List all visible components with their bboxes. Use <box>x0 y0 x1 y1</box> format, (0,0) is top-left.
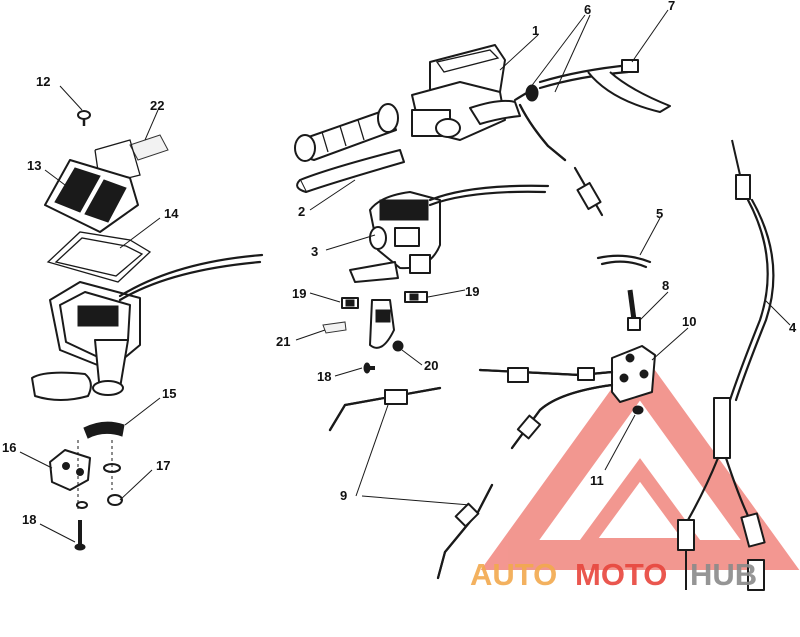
watermark-part1: AUTO <box>470 557 557 592</box>
bracket-20 <box>369 299 404 352</box>
callout-10: 10 <box>682 314 696 329</box>
callout-labels: 12 22 13 14 15 16 17 18 1 6 7 2 3 19 19 … <box>2 0 797 527</box>
lever-2 <box>296 149 405 193</box>
callout-1: 1 <box>532 23 539 38</box>
watermark-part2: MOTO <box>575 557 667 592</box>
callout-9: 9 <box>340 488 347 503</box>
clip-15 <box>83 421 125 439</box>
bolt-11 <box>632 405 644 415</box>
callout-6: 6 <box>584 2 591 17</box>
handlebar-grip <box>294 103 399 162</box>
fitting-8 <box>627 289 641 331</box>
brake-hose-9-upper <box>328 386 442 432</box>
cable-4 <box>677 139 775 591</box>
callout-19-right: 19 <box>465 284 479 299</box>
callout-11: 11 <box>590 473 604 488</box>
callout-18-left: 18 <box>22 512 36 527</box>
screw-18-left <box>74 520 86 551</box>
cable-7 <box>538 59 671 113</box>
callout-14: 14 <box>164 206 179 221</box>
clip-19-right <box>404 291 428 303</box>
clip-19-left <box>341 297 359 309</box>
hose-connector-top <box>573 166 604 217</box>
cover-13 <box>44 159 139 233</box>
junction-block-10 <box>611 345 656 403</box>
callout-3: 3 <box>311 244 318 259</box>
callout-4: 4 <box>789 320 797 335</box>
master-cylinder-1 <box>411 44 521 141</box>
assembly-guides <box>77 440 113 512</box>
callout-13: 13 <box>27 158 41 173</box>
brake-hose-lower <box>510 383 614 450</box>
brake-hose-top <box>513 84 567 162</box>
watermark-logo <box>480 349 800 570</box>
callout-7: 7 <box>668 0 675 13</box>
switch-housing-body <box>31 253 264 401</box>
switch-3 <box>349 184 550 283</box>
bracket-16 <box>49 449 91 491</box>
callout-17: 17 <box>156 458 170 473</box>
callout-18-center: 18 <box>317 369 331 384</box>
clip-5 <box>596 254 652 269</box>
gasket-14 <box>46 231 152 283</box>
callout-16: 16 <box>2 440 16 455</box>
callout-12: 12 <box>36 74 50 89</box>
screw-12 <box>77 110 91 126</box>
callout-2: 2 <box>298 204 305 219</box>
screw-18-center <box>363 362 375 374</box>
callout-22: 22 <box>150 98 164 113</box>
watermark-part3: HUB <box>690 557 757 592</box>
callout-19-left: 19 <box>292 286 306 301</box>
brake-hose-left <box>478 367 614 383</box>
callout-20: 20 <box>424 358 438 373</box>
callout-21: 21 <box>276 334 290 349</box>
watermark-text: AUTO MOTO HUB <box>470 557 757 592</box>
callout-15: 15 <box>162 386 176 401</box>
strip-21 <box>322 321 347 334</box>
callout-5: 5 <box>656 206 663 221</box>
brake-hose-9-lower <box>436 483 494 580</box>
callout-8: 8 <box>662 278 669 293</box>
leader-lines <box>19 9 791 543</box>
